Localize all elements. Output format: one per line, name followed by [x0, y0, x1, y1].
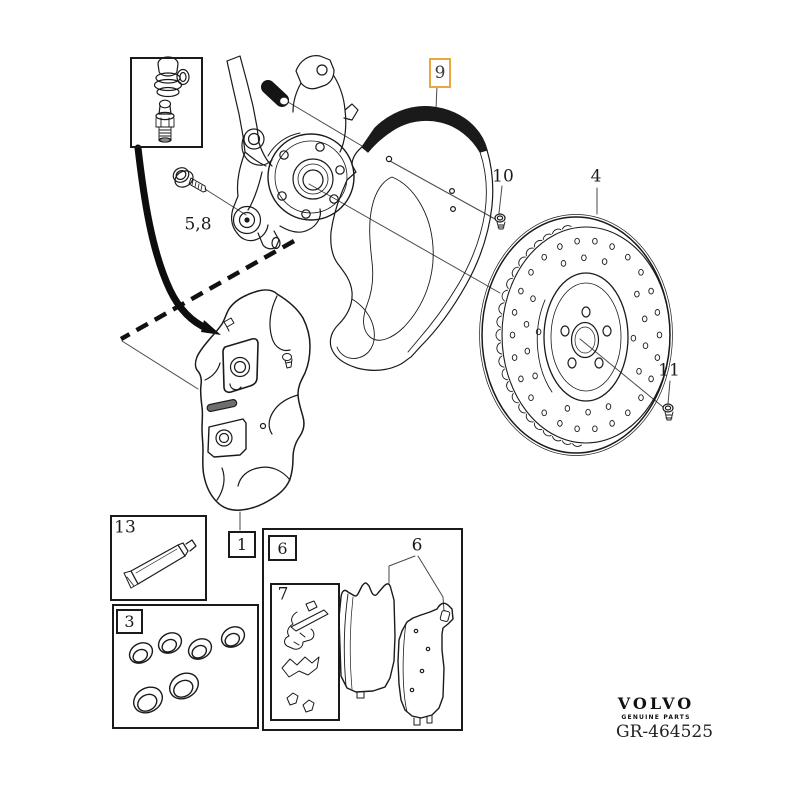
assembly-dashed-line: [119, 239, 296, 341]
callout-3-seal-kit[interactable]: 3: [116, 609, 143, 634]
steering-knuckle-drawing: [226, 55, 359, 250]
callout-5-8-guide-bolts[interactable]: 5,8: [184, 214, 212, 235]
wheel-hub-drawing: [267, 132, 355, 233]
callout-11-disc-screw[interactable]: 11: [658, 360, 680, 381]
leader-lines: [121, 84, 671, 612]
bump-stop-boot: [261, 80, 290, 107]
bleed-screw-kit-box: [130, 57, 203, 148]
callout-1-caliper[interactable]: 1: [228, 531, 256, 558]
brake-caliper-drawing: [194, 289, 311, 511]
brake-pads-drawing: [338, 582, 454, 726]
seal-kit-box: [112, 604, 259, 729]
brake-disc-drawing: [479, 214, 673, 456]
splash-shield-drawing: [329, 105, 494, 371]
caliper-bleed-nipple: [223, 317, 293, 369]
callout-10-shield-screw[interactable]: 10: [492, 166, 514, 187]
callout-6-pad-kit[interactable]: 6: [268, 535, 297, 561]
grease-tube-box: [110, 515, 207, 601]
shield-screw-drawing: [494, 213, 506, 230]
callout-9-splash-shield[interactable]: 9: [429, 58, 451, 88]
callout-7-fitting-kit[interactable]: 7: [277, 584, 289, 605]
fitting-kit-box: [270, 583, 340, 721]
doc-number: GR-464525: [616, 722, 714, 742]
disc-screw-drawing: [662, 403, 674, 421]
volvo-wordmark: VOLVO: [617, 694, 695, 713]
seal-kit-drawing: [128, 626, 246, 714]
disc-hub-drawing: [536, 272, 629, 402]
fitting-kit-drawing: [281, 600, 329, 713]
bleed-screw-kit-drawing: [153, 56, 190, 143]
pad-kit-box: [262, 528, 463, 731]
callout-13-grease-tube[interactable]: 13: [114, 517, 136, 538]
grease-tube-drawing: [123, 539, 197, 589]
callout-4-brake-disc[interactable]: 4: [590, 166, 602, 187]
guide-bolt-drawing: [172, 167, 207, 193]
brand-block: VOLVO GENUINE PARTS: [608, 694, 704, 721]
callout-6-pad-pair[interactable]: 6: [411, 535, 423, 556]
bleed-screw-arrow: [134, 144, 221, 335]
genuine-parts-tagline: GENUINE PARTS: [621, 714, 691, 721]
